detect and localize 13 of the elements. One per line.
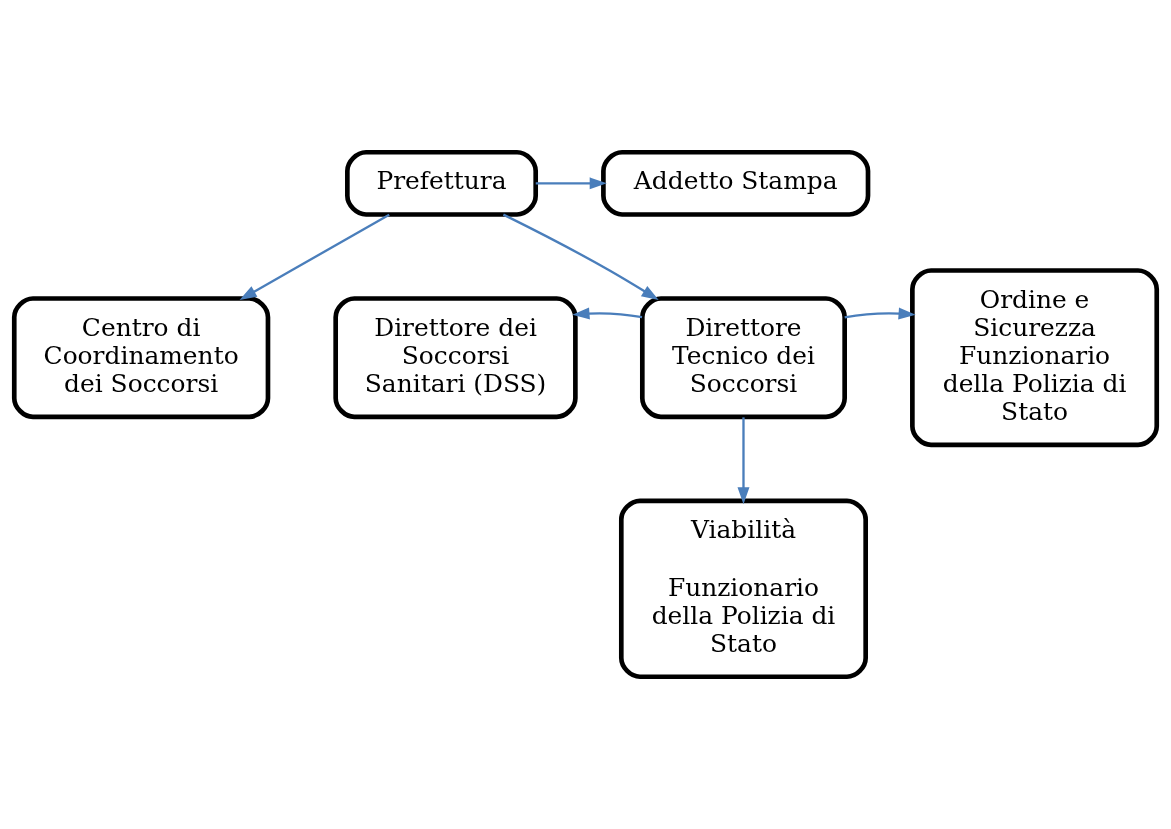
node-box: Prefettura bbox=[345, 149, 539, 217]
arrow bbox=[572, 307, 643, 320]
arrow bbox=[737, 417, 750, 505]
arrow bbox=[239, 213, 390, 301]
node-box: Addetto Stampa bbox=[601, 149, 871, 217]
node-box: Centro di Coordinamento dei Soccorsi bbox=[11, 296, 271, 420]
node-box: Direttore Tecnico dei Soccorsi bbox=[639, 296, 847, 420]
node-box: Viabilità Funzionario della Polizia di Stato bbox=[618, 498, 868, 680]
arrow bbox=[502, 213, 659, 301]
node-box: Ordine e Sicurezza Funzionario della Polizia di Stato bbox=[910, 268, 1160, 448]
arrow bbox=[535, 177, 607, 190]
node-box: Direttore dei Soccorsi Sanitari (DSS) bbox=[333, 296, 578, 420]
arrow bbox=[844, 307, 916, 320]
